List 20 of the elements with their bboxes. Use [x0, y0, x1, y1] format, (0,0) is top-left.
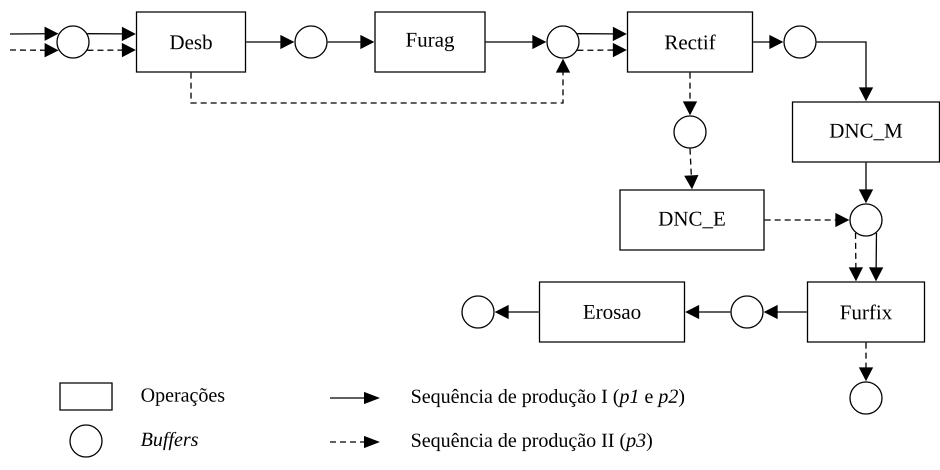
buffer-circle	[849, 203, 883, 237]
buffer-circle	[56, 25, 90, 59]
legend-item: Sequência de produção II (p3)	[330, 432, 652, 452]
buffer-circle	[294, 25, 328, 59]
buffer-circle	[730, 295, 764, 329]
operation-box: Furfix	[806, 281, 926, 343]
legend-item: Sequência de produção I (p1 e p2)	[330, 388, 684, 408]
operation-box: Erosao	[538, 281, 686, 343]
operation-box: Desb	[136, 11, 246, 73]
buffer-circle	[546, 25, 580, 59]
buffer-circle	[849, 381, 883, 415]
operation-box: DNC_M	[792, 101, 940, 163]
buffer-circle	[673, 115, 707, 149]
legend-item: Buffers	[69, 424, 198, 458]
operation-box: Furag	[374, 11, 486, 73]
buffer-circle	[461, 295, 495, 329]
operation-box: Rectif	[626, 11, 754, 73]
buffer-circle	[783, 25, 817, 59]
legend-item: Operações	[59, 382, 224, 411]
operation-box: DNC_E	[619, 189, 765, 251]
